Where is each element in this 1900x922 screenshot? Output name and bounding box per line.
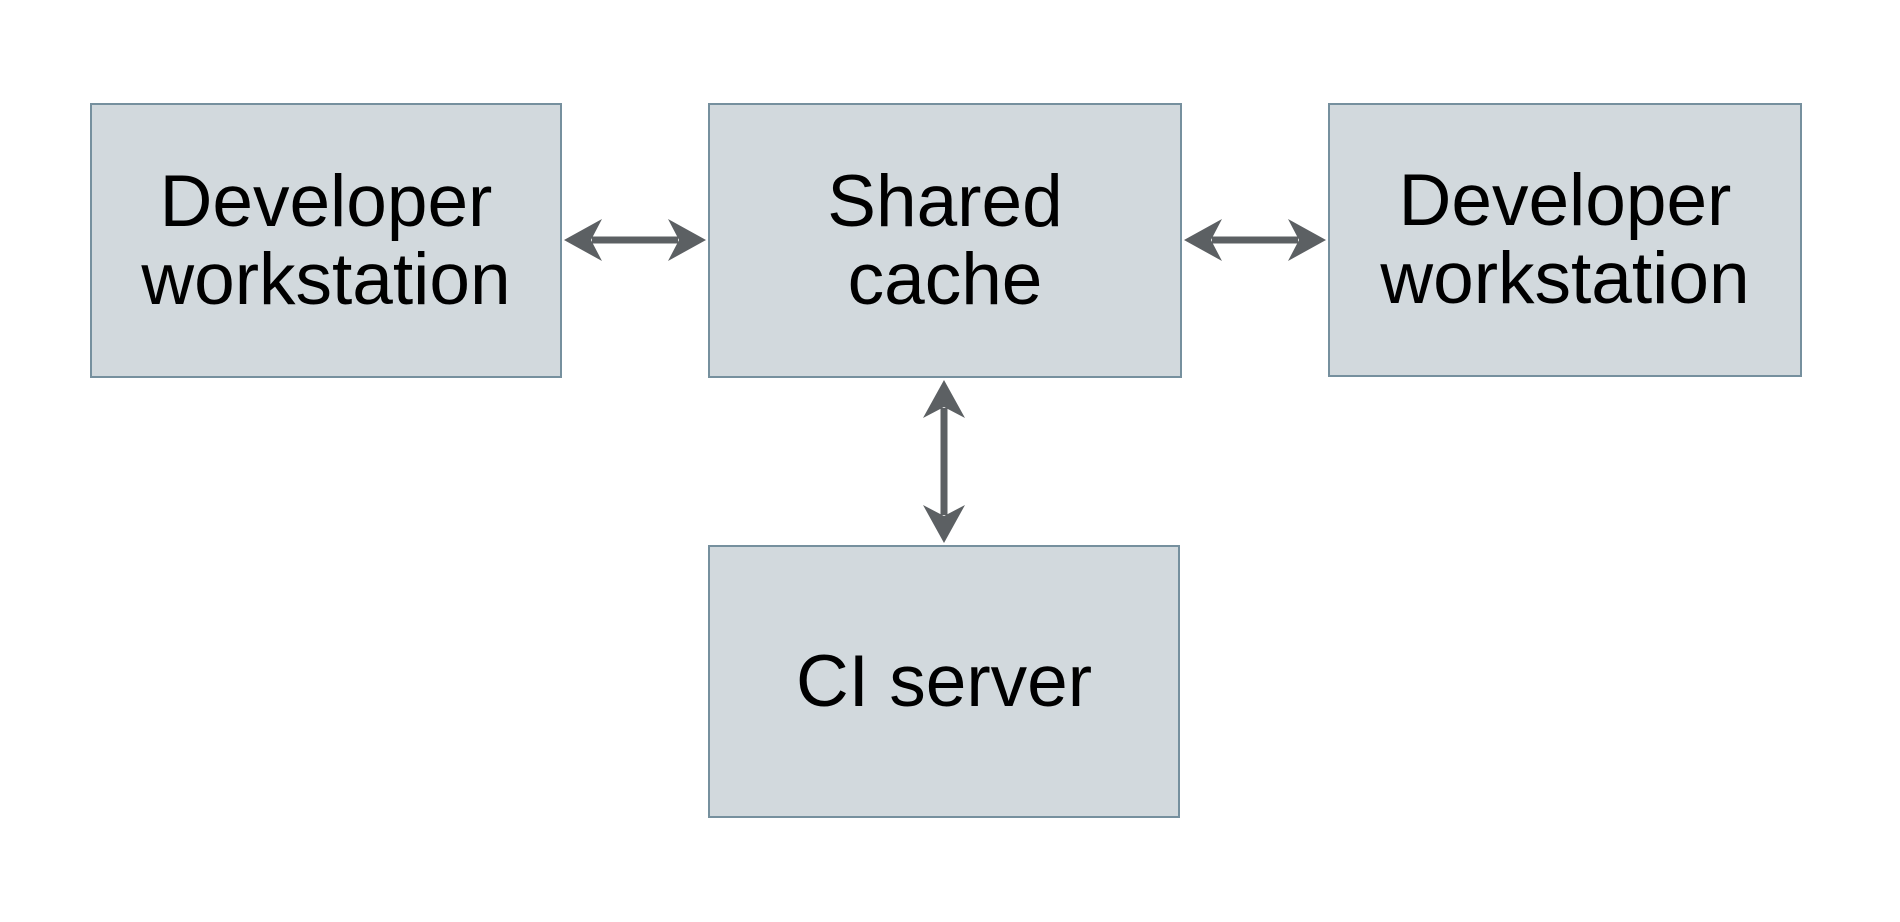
node-label-line: Developer (1398, 160, 1732, 241)
double-arrow-sharedcache-devright-icon (1184, 219, 1326, 261)
node-label-line: workstation (141, 238, 511, 320)
node-label-line: CI server (795, 640, 1093, 722)
node-shared-cache: Shared cache (708, 103, 1182, 378)
node-developer-workstation-right: Developer workstation (1328, 103, 1802, 377)
node-label-line: cache (847, 238, 1043, 320)
double-arrow-devleft-sharedcache-icon (564, 219, 706, 261)
node-label-line: workstation (1380, 238, 1750, 319)
node-ci-server: CI server (708, 545, 1180, 818)
node-developer-workstation-left: Developer workstation (90, 103, 562, 378)
node-label-line: Developer (159, 160, 493, 242)
double-arrow-sharedcache-ciserver-icon (923, 380, 965, 543)
node-label-line: Shared (827, 160, 1063, 242)
